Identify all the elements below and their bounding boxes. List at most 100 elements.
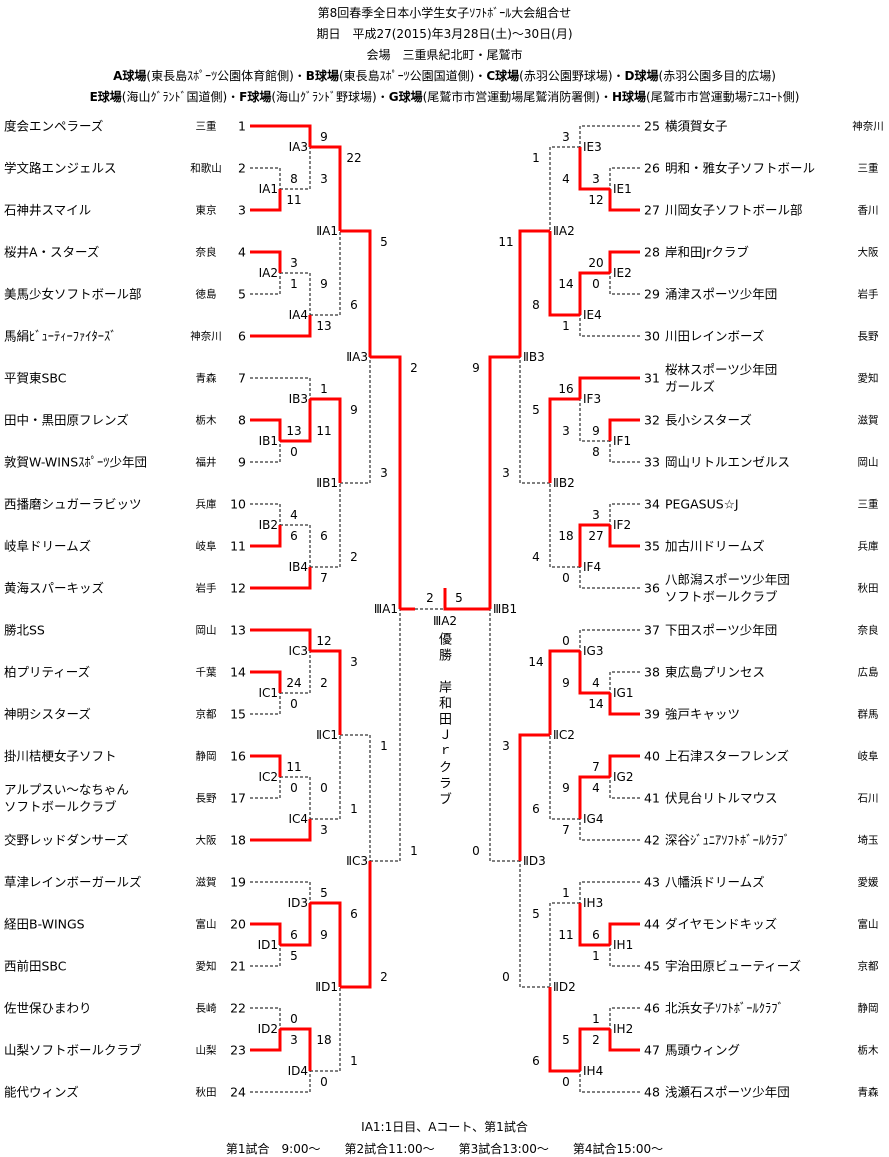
match-score: 6 [532,1054,540,1068]
team-number: 40 [644,748,660,764]
match-label: ⅠF4 [583,560,601,574]
team-number: 38 [644,664,660,680]
winner-path-line [310,649,342,735]
bracket-line [340,734,371,861]
team-number: 28 [644,244,660,260]
match-score: 3 [320,172,328,186]
team-number: 37 [644,622,660,638]
match-score: 9 [592,424,600,438]
match-label: ⅠG2 [613,770,633,784]
match-score: 12 [316,634,331,648]
match-score: 4 [592,781,600,795]
match-score: 5 [320,886,328,900]
team-prefecture: 岡山 [857,456,879,469]
bracket-line [250,273,281,295]
winner-path-line [488,355,520,609]
match-label: ⅠH4 [583,1064,603,1078]
bracket-line [519,357,550,484]
team-number: 12 [230,580,246,596]
team-number: 11 [230,538,246,554]
team-name: 岡山リトルエンゼルス [665,454,791,470]
bracket-line [609,1007,640,1029]
match-score: 3 [350,655,358,669]
team-prefecture: 兵庫 [195,498,217,511]
bracket-line [280,776,311,819]
match-label: ⅠG3 [583,644,603,658]
match-label: ⅠD1 [258,938,278,952]
match-score: 13 [286,424,301,438]
winner-path-line [250,250,282,273]
bracket-line [579,629,640,651]
bracket-line [579,1071,640,1093]
match-score: 8 [532,298,540,312]
winner-path-line [250,670,282,693]
winner-path-line [578,376,640,399]
team-number: 8 [238,412,246,428]
court-separator: ・ [612,69,625,83]
winner-path-line [578,903,610,947]
match-score: 3 [502,739,510,753]
team-number: 24 [230,1084,246,1100]
team-number: 26 [644,160,660,176]
champion-title: 優勝 [436,632,451,664]
court-separator: ・ [474,69,487,83]
match-label: ⅠD3 [288,896,308,910]
team-prefecture: 徳島 [195,288,217,301]
team-number: 46 [644,1000,660,1016]
bracket-line [609,441,640,463]
team-name: 黄海スパーキッズ [4,580,105,596]
winner-path-line [608,922,640,945]
winner-path-line [280,903,312,947]
match-score: 8 [290,172,298,186]
match-label: ⅠE1 [613,182,632,196]
team-name: PEGASUS☆J [665,496,739,512]
match-label: ⅠA2 [259,266,278,280]
match-label: ⅡA2 [553,224,575,238]
bracket-line [310,735,341,820]
winner-path-line [280,1027,312,1071]
team-prefecture: 香川 [857,204,879,217]
bracket-line [609,671,640,693]
team-number: 25 [644,118,660,134]
team-name: 長小シスターズ [665,412,752,428]
match-score: 18 [558,529,573,543]
match-score: 9 [320,928,328,942]
bracket-line [250,693,281,715]
team-name: 明和・雅女子ソフトボール [665,160,816,176]
team-prefecture: 京都 [195,708,217,721]
match-label: ⅡD3 [523,854,546,868]
match-score: 1 [290,277,298,291]
team-number: 22 [230,1000,246,1016]
team-prefecture: 福井 [195,456,217,469]
team-number: 42 [644,832,660,848]
court-name: C球場 [486,69,520,83]
match-score: 1 [350,802,358,816]
team-prefecture: 京都 [857,960,879,973]
winner-path-line [578,147,610,191]
match-label: ⅠC3 [288,644,308,658]
team-name: 敦賀W-WINSｽﾎﾟｰﾂ少年団 [4,454,147,470]
match-score: 14 [558,277,573,291]
match-score: 0 [290,781,298,795]
team-prefecture: 三重 [195,120,217,133]
match-score: 0 [592,277,600,291]
match-score: 3 [592,508,600,522]
match-score: 12 [588,193,603,207]
winner-path-line [250,189,282,212]
team-name: 川岡女子ソフトボール部 [665,202,803,218]
match-score: 0 [562,634,570,648]
match-score: 4 [290,508,298,522]
winner-path-line [548,649,580,735]
match-score: 8 [592,445,600,459]
team-prefecture: 栃木 [857,1044,879,1057]
match-score: 3 [380,466,388,480]
match-score: 9 [350,403,358,417]
winner-path-line [310,901,342,987]
team-number: 14 [230,664,246,680]
team-number: 31 [644,370,660,386]
team-number: 21 [230,958,246,974]
bracket-line [609,777,640,799]
match-score: 6 [350,298,358,312]
winner-path-line [608,693,640,716]
team-name: 北浜女子ｿﾌﾄﾎﾞｰﾙｸﾗﾌﾞ [665,1000,784,1016]
